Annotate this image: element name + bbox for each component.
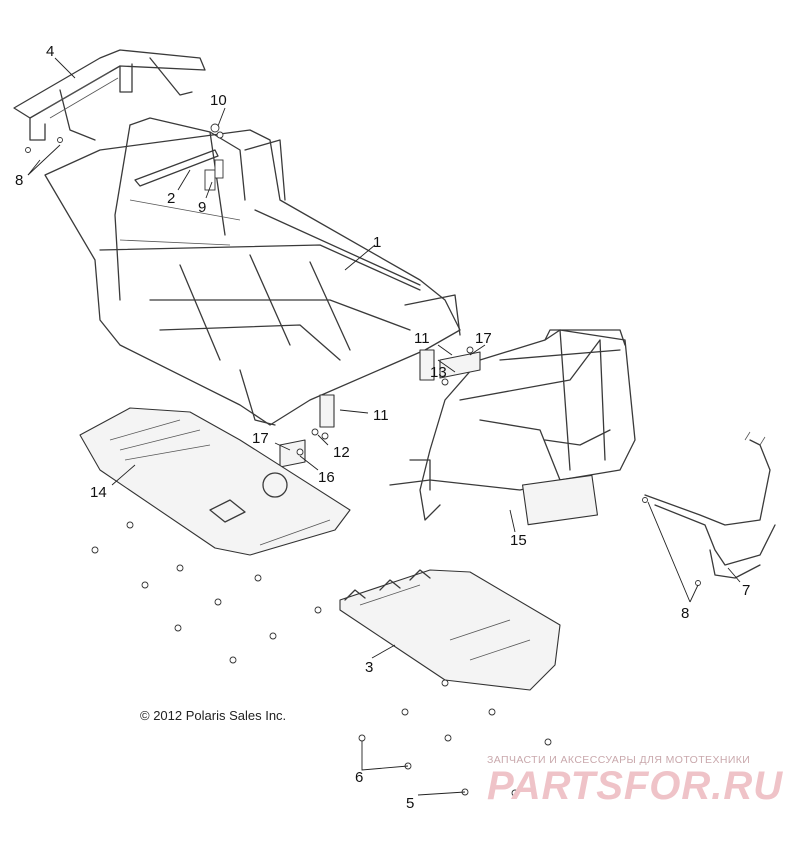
callout-9: 9 <box>198 199 206 216</box>
mount-brackets <box>279 346 481 468</box>
callout-3: 3 <box>365 659 373 676</box>
callout-16: 16 <box>318 469 335 486</box>
callout-7: 7 <box>742 582 750 599</box>
front-skid-plate <box>79 407 351 556</box>
main-frame <box>44 117 461 426</box>
callout-8-rear: 8 <box>681 605 689 622</box>
callout-11-lower: 11 <box>373 407 389 424</box>
callout-1: 1 <box>373 234 381 251</box>
callout-12: 12 <box>333 444 350 461</box>
callout-15: 15 <box>510 532 527 549</box>
callout-2: 2 <box>167 190 175 207</box>
rear-frame <box>389 329 636 526</box>
callout-13: 13 <box>430 364 447 381</box>
bolts-8 <box>25 137 701 586</box>
rear-guard <box>644 431 776 579</box>
leader-lines <box>27 57 741 796</box>
rear-skid-plate <box>339 569 561 691</box>
bolt-10 <box>210 123 224 139</box>
watermark-logo: PARTSFOR.RU <box>487 764 784 808</box>
callout-14: 14 <box>90 484 107 501</box>
watermark-tagline: ЗАПЧАСТИ И АКСЕССУАРЫ ДЛЯ МОТОТЕХНИКИ <box>487 754 751 766</box>
callout-17-upper: 17 <box>475 330 492 347</box>
callout-11-upper: 11 <box>414 330 430 347</box>
copyright-notice: © 2012 Polaris Sales Inc. <box>140 708 287 723</box>
callout-8-front: 8 <box>15 172 23 189</box>
callout-10: 10 <box>210 92 227 109</box>
fasteners-5-6 <box>91 521 552 797</box>
callout-4: 4 <box>46 43 54 60</box>
front-upper-bracket <box>13 49 206 141</box>
callout-17-lower: 17 <box>252 430 269 447</box>
callout-6: 6 <box>355 769 363 786</box>
cross-bar <box>134 149 219 187</box>
callout-5: 5 <box>406 795 414 812</box>
callout-labels: 4 8 2 10 9 1 11 17 13 11 17 12 16 14 15 … <box>15 43 750 812</box>
bracket-9 <box>204 159 224 191</box>
